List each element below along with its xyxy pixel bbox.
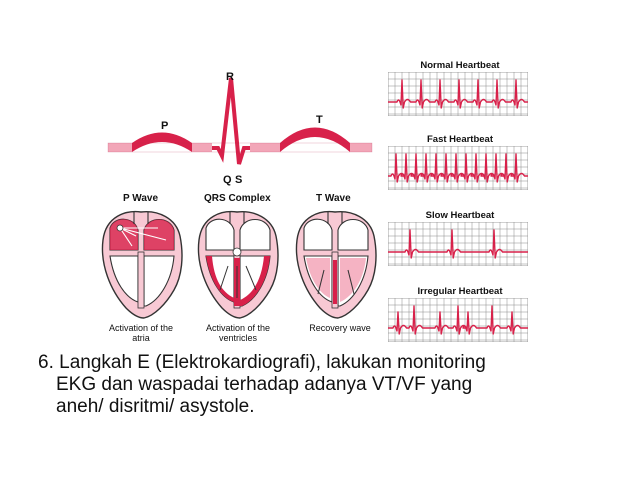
caption-line: aneh/ disritmi/ asystole.	[56, 396, 255, 417]
baseline-band-left	[108, 143, 132, 152]
heart-diagram-recovery	[295, 210, 377, 319]
heart-diagram-ventricles	[197, 210, 279, 319]
conduction-arrow	[219, 265, 229, 291]
activation-region	[240, 256, 270, 306]
right-atrium	[303, 218, 333, 251]
recovery-region	[306, 258, 330, 298]
heart-panel-caption: Activation of the ventricles	[205, 323, 271, 343]
rhythm-strip-slow	[388, 222, 528, 266]
heart-panel-title: T Wave	[316, 193, 351, 204]
left-atrium	[239, 218, 271, 251]
baseline-band-right	[350, 143, 372, 152]
caption-line: EKG dan waspadai terhadap adanya VT/VF y…	[56, 374, 473, 395]
ekg-waveform	[107, 77, 373, 165]
baseline-band-mid-2	[250, 143, 280, 152]
rhythm-strip-title: Normal Heartbeat	[420, 60, 500, 71]
ekg-label-p: P	[161, 120, 169, 132]
ekg-label-t: T	[316, 114, 323, 126]
ekg-trace	[388, 229, 528, 259]
conduction-arrow	[245, 265, 257, 291]
t-wave-segment	[280, 127, 350, 152]
great-vessels	[327, 212, 343, 224]
rhythm-strip-irregular	[388, 298, 528, 342]
activation-region	[206, 256, 234, 302]
ekg-label-q: Q	[223, 174, 232, 186]
ekg-trace	[388, 79, 528, 109]
rhythm-strip-title: Irregular Heartbeat	[417, 286, 503, 297]
rhythm-strip-normal	[388, 72, 528, 116]
heart-panel-caption: Recovery wave	[309, 323, 371, 333]
rhythm-strip-title: Fast Heartbeat	[427, 134, 493, 145]
left-atrium	[337, 218, 369, 251]
sa-node	[116, 224, 124, 232]
great-vessels	[229, 212, 245, 224]
recovery-region	[340, 258, 366, 302]
ekg-label-r: R	[226, 71, 234, 83]
recovery-region	[333, 260, 337, 304]
qrs-complex	[212, 77, 250, 165]
slide-caption: 6. Langkah E (Elektrokardiografi), lakuk…	[38, 352, 628, 418]
ekg-trace	[388, 153, 528, 183]
heart-panel-caption: Activation of the atria	[108, 323, 174, 343]
left-ventricle	[143, 255, 175, 307]
heart-panel-title: QRS Complex	[204, 193, 271, 204]
ekg-trace	[388, 305, 528, 335]
heart-panel-title: P Wave	[123, 193, 159, 204]
p-wave-segment	[132, 132, 192, 152]
septum	[137, 251, 145, 309]
conduction-arrow	[119, 227, 167, 241]
av-node	[232, 247, 242, 257]
conduction-arrow	[317, 269, 325, 295]
ekg-label-s: S	[235, 174, 243, 186]
right-atrium	[205, 218, 235, 251]
conduction-arrow	[119, 227, 133, 247]
baseline-band-mid-1	[192, 143, 212, 152]
rhythm-strip-title: Slow Heartbeat	[425, 210, 495, 221]
activation-region	[144, 219, 174, 250]
great-vessels	[133, 212, 149, 224]
heart-diagram-atria	[101, 210, 183, 319]
conduction-arrow	[347, 269, 355, 295]
rhythm-strip-fast	[388, 146, 528, 190]
caption-line: 6. Langkah E (Elektrokardiografi), lakuk…	[38, 352, 486, 373]
